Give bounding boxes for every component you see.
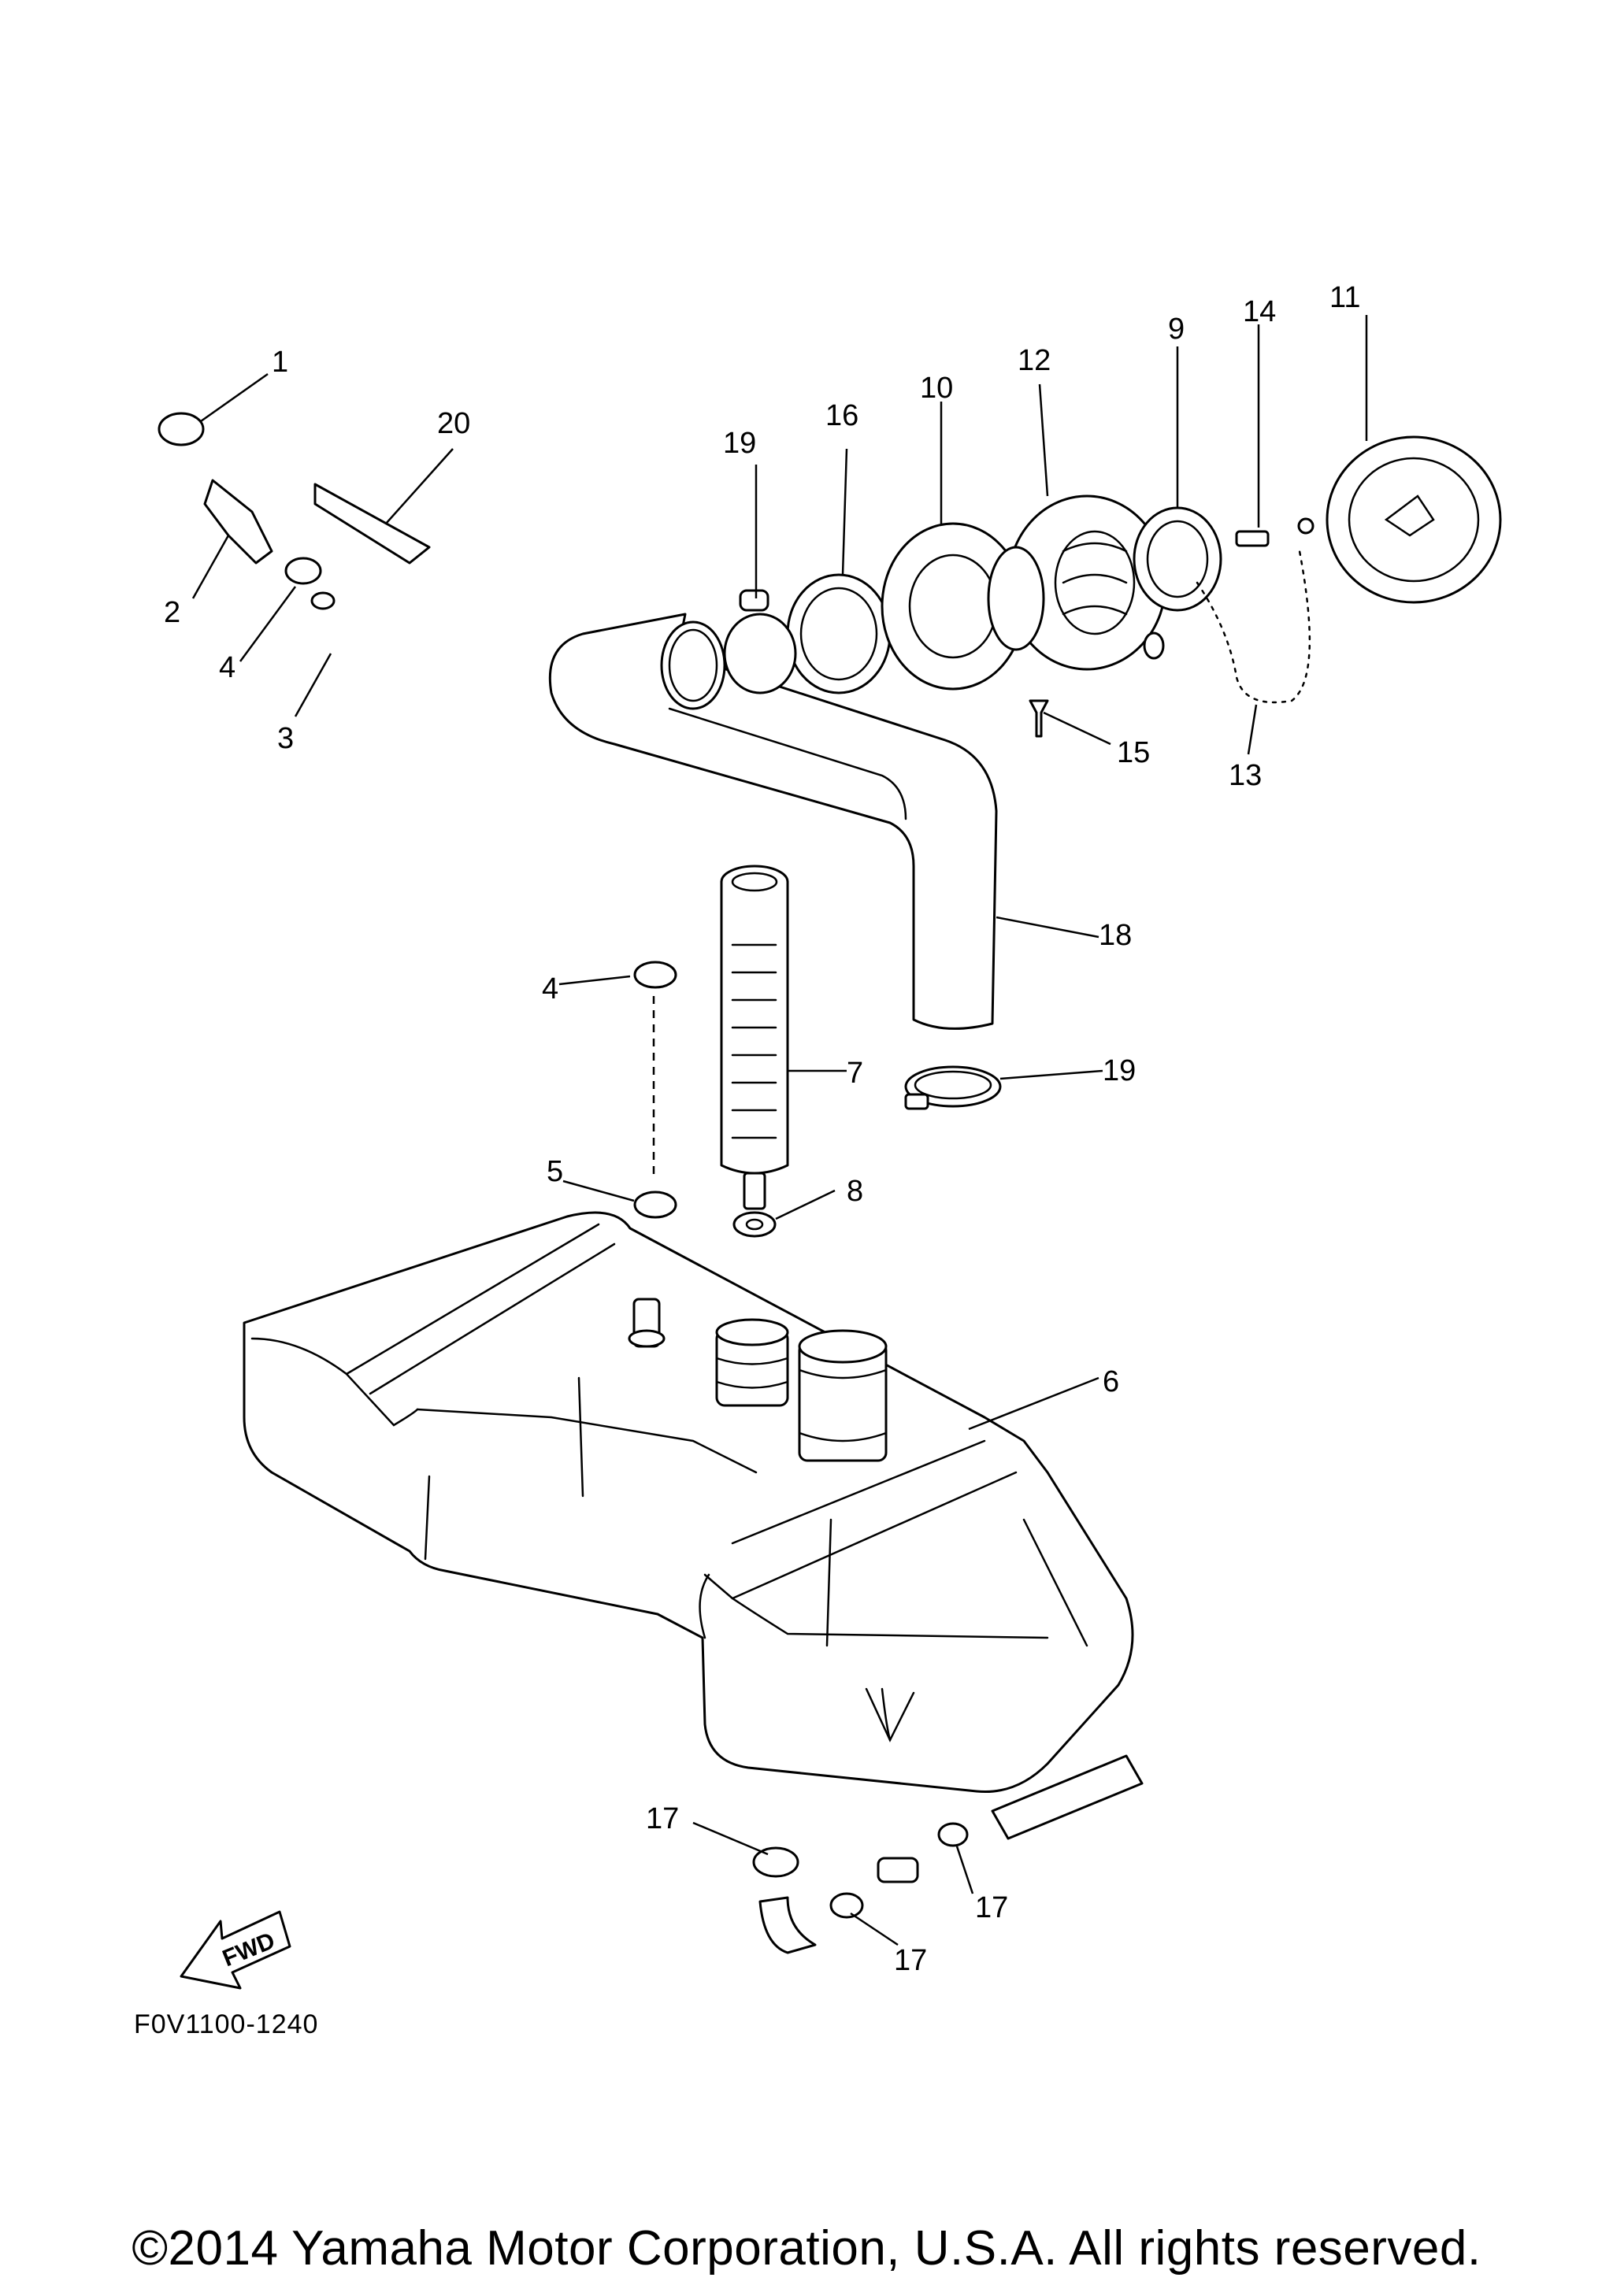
- callout-13: 13: [1229, 759, 1262, 792]
- callout-labels: 1 2 3 4 4 5 6 7 8 9 10 11 12 13 14 15 16…: [164, 281, 1360, 1977]
- callout-17-right: 17: [975, 1891, 1008, 1924]
- callout-17-bottom: 17: [894, 1944, 927, 1977]
- callout-19-upper: 19: [723, 427, 756, 460]
- callout-19-lower: 19: [1103, 1054, 1136, 1087]
- callout-5: 5: [547, 1155, 563, 1188]
- callout-10: 10: [920, 372, 953, 405]
- callout-11: 11: [1329, 281, 1360, 314]
- callout-leaders: [191, 315, 1368, 1946]
- drain-fittings: [752, 1754, 1144, 1954]
- callout-4-lower: 4: [542, 972, 558, 1005]
- copyright-notice: ©2014 Yamaha Motor Corporation, U.S.A. A…: [132, 2221, 1481, 2276]
- callout-17-left: 17: [646, 1802, 679, 1835]
- callout-6: 6: [1103, 1365, 1119, 1398]
- filler-neck-parts: [660, 435, 1502, 738]
- callout-9: 9: [1168, 313, 1185, 346]
- callout-7: 7: [847, 1057, 863, 1090]
- callout-15: 15: [1117, 736, 1150, 769]
- callout-8: 8: [847, 1175, 863, 1208]
- callout-12: 12: [1018, 344, 1051, 377]
- filler-hose: [548, 613, 998, 1030]
- callout-1: 1: [272, 346, 288, 379]
- fuel-tank: [243, 1211, 1134, 1794]
- callout-18: 18: [1099, 919, 1132, 952]
- callout-20: 20: [437, 407, 470, 440]
- callout-3: 3: [277, 722, 294, 755]
- callout-4-upper: 4: [219, 651, 235, 684]
- hose-clamp-lower: [904, 1065, 1002, 1110]
- fwd-arrow-icon: FWD: [180, 1910, 291, 1990]
- vent-line-parts: [158, 412, 677, 1219]
- callout-2: 2: [164, 596, 180, 629]
- fuel-strainer: [720, 865, 789, 1238]
- figure-code: F0V1100-1240: [134, 2009, 319, 2039]
- callout-16: 16: [825, 399, 858, 432]
- callout-14: 14: [1243, 295, 1276, 328]
